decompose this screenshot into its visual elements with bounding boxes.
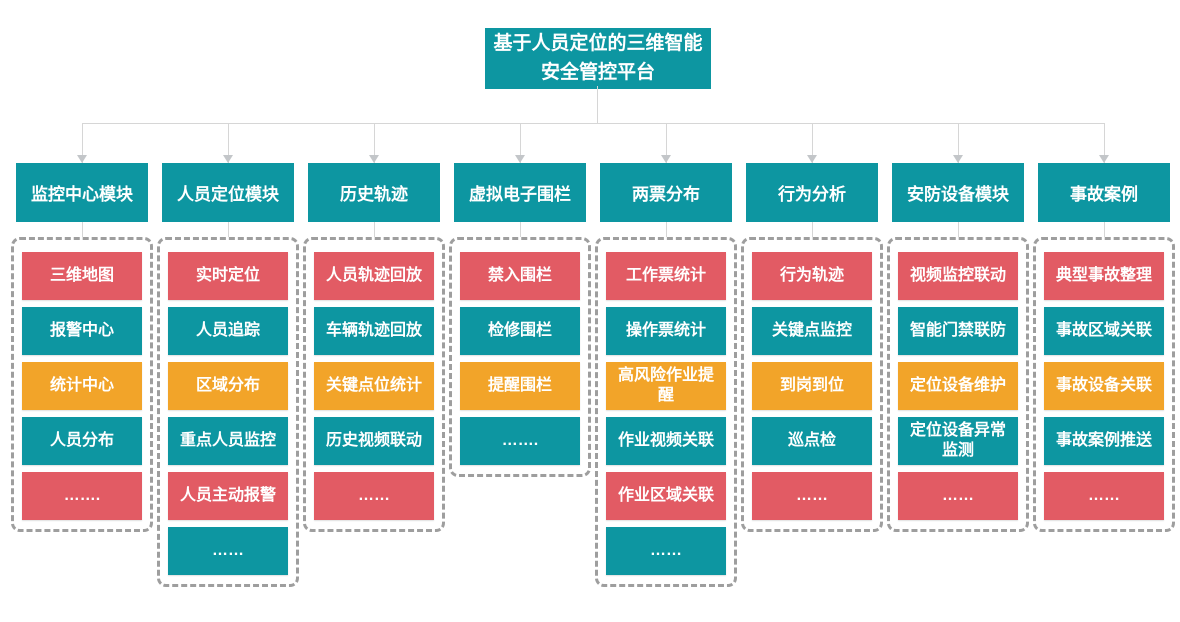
module-column: 行为分析行为轨迹关键点监控到岗到位巡点检 …… xyxy=(741,123,883,532)
feature-item: 行为轨迹 xyxy=(752,252,872,300)
feature-item: 检修围栏 xyxy=(460,307,580,355)
arrow-connector xyxy=(515,123,525,163)
feature-item: 三维地图 xyxy=(22,252,142,300)
module-column: 两票分布工作票统计操作票统计高风险作业提醒作业视频关联作业区域关联 …… xyxy=(595,123,737,587)
module-header: 安防设备模块 xyxy=(892,163,1024,222)
feature-item: 人员轨迹回放 xyxy=(314,252,434,300)
header-box-connector xyxy=(81,222,83,237)
bus-connector-line xyxy=(82,123,1104,124)
arrow-connector xyxy=(807,123,817,163)
feature-item: 巡点检 xyxy=(752,417,872,465)
feature-item: 工作票统计 xyxy=(606,252,726,300)
feature-item: 人员分布 xyxy=(22,417,142,465)
feature-item: 事故设备关联 xyxy=(1044,362,1164,410)
feature-item: 禁入围栏 xyxy=(460,252,580,300)
root-title: 基于人员定位的三维智能安全管控平台 xyxy=(493,33,703,83)
module-header: 事故案例 xyxy=(1038,163,1170,222)
feature-item: 智能门禁联防 xyxy=(898,307,1018,355)
feature-group-box: 视频监控联动智能门禁联防定位设备维护定位设备异常监测 …… xyxy=(887,237,1029,532)
feature-item: 提醒围栏 xyxy=(460,362,580,410)
feature-group-box: 人员轨迹回放车辆轨迹回放关键点位统计历史视频联动 …… xyxy=(303,237,445,532)
feature-item: 关键点监控 xyxy=(752,307,872,355)
module-header: 历史轨迹 xyxy=(308,163,440,222)
arrow-connector xyxy=(661,123,671,163)
feature-item: 重点人员监控 xyxy=(168,417,288,465)
arrow-connector xyxy=(1099,123,1109,163)
arrow-connector xyxy=(223,123,233,163)
module-column: 监控中心模块三维地图报警中心统计中心人员分布 ……. xyxy=(11,123,153,532)
feature-item: 定位设备维护 xyxy=(898,362,1018,410)
feature-item: 高风险作业提醒 xyxy=(606,362,726,410)
root-stem-connector xyxy=(597,86,598,123)
feature-item: 车辆轨迹回放 xyxy=(314,307,434,355)
feature-item: …… xyxy=(606,527,726,575)
module-column: 人员定位模块实时定位人员追踪区域分布重点人员监控人员主动报警 …… xyxy=(157,123,299,587)
feature-group-box: 三维地图报警中心统计中心人员分布 ……. xyxy=(11,237,153,532)
arrow-connector xyxy=(77,123,87,163)
header-box-connector xyxy=(227,222,229,237)
root-node: 基于人员定位的三维智能安全管控平台 xyxy=(485,28,711,89)
feature-item: 典型事故整理 xyxy=(1044,252,1164,300)
feature-item: 区域分布 xyxy=(168,362,288,410)
module-header: 虚拟电子围栏 xyxy=(454,163,586,222)
arrow-connector xyxy=(369,123,379,163)
feature-item: 视频监控联动 xyxy=(898,252,1018,300)
module-column: 安防设备模块视频监控联动智能门禁联防定位设备维护定位设备异常监测 …… xyxy=(887,123,1029,532)
feature-group-box: 禁入围栏检修围栏提醒围栏 ……. xyxy=(449,237,591,477)
feature-item: 人员主动报警 xyxy=(168,472,288,520)
module-header: 两票分布 xyxy=(600,163,732,222)
feature-item: …… xyxy=(752,472,872,520)
feature-item: 事故区域关联 xyxy=(1044,307,1164,355)
header-box-connector xyxy=(519,222,521,237)
module-header: 人员定位模块 xyxy=(162,163,294,222)
module-column: 事故案例典型事故整理事故区域关联事故设备关联事故案例推送 …… xyxy=(1033,123,1175,532)
feature-group-box: 实时定位人员追踪区域分布重点人员监控人员主动报警 …… xyxy=(157,237,299,587)
feature-item: 作业视频关联 xyxy=(606,417,726,465)
feature-item: …… xyxy=(168,527,288,575)
feature-group-box: 工作票统计操作票统计高风险作业提醒作业视频关联作业区域关联 …… xyxy=(595,237,737,587)
module-column: 历史轨迹人员轨迹回放车辆轨迹回放关键点位统计历史视频联动 …… xyxy=(303,123,445,532)
feature-item: 作业区域关联 xyxy=(606,472,726,520)
feature-item: …… xyxy=(1044,472,1164,520)
module-header: 监控中心模块 xyxy=(16,163,148,222)
header-box-connector xyxy=(373,222,375,237)
header-box-connector xyxy=(957,222,959,237)
feature-group-box: 典型事故整理事故区域关联事故设备关联事故案例推送 …… xyxy=(1033,237,1175,532)
feature-item: 人员追踪 xyxy=(168,307,288,355)
feature-item: …… xyxy=(898,472,1018,520)
module-column: 虚拟电子围栏禁入围栏检修围栏提醒围栏 ……. xyxy=(449,123,591,477)
feature-item: 事故案例推送 xyxy=(1044,417,1164,465)
feature-item: ……. xyxy=(22,472,142,520)
feature-item: 统计中心 xyxy=(22,362,142,410)
feature-item: ……. xyxy=(460,417,580,465)
header-box-connector xyxy=(811,222,813,237)
feature-item: 到岗到位 xyxy=(752,362,872,410)
header-box-connector xyxy=(1103,222,1105,237)
module-header: 行为分析 xyxy=(746,163,878,222)
header-box-connector xyxy=(665,222,667,237)
arrow-connector xyxy=(953,123,963,163)
feature-item: 操作票统计 xyxy=(606,307,726,355)
feature-item: 关键点位统计 xyxy=(314,362,434,410)
feature-item: …… xyxy=(314,472,434,520)
feature-item: 实时定位 xyxy=(168,252,288,300)
feature-item: 报警中心 xyxy=(22,307,142,355)
feature-item: 历史视频联动 xyxy=(314,417,434,465)
feature-group-box: 行为轨迹关键点监控到岗到位巡点检 …… xyxy=(741,237,883,532)
feature-item: 定位设备异常监测 xyxy=(898,417,1018,465)
